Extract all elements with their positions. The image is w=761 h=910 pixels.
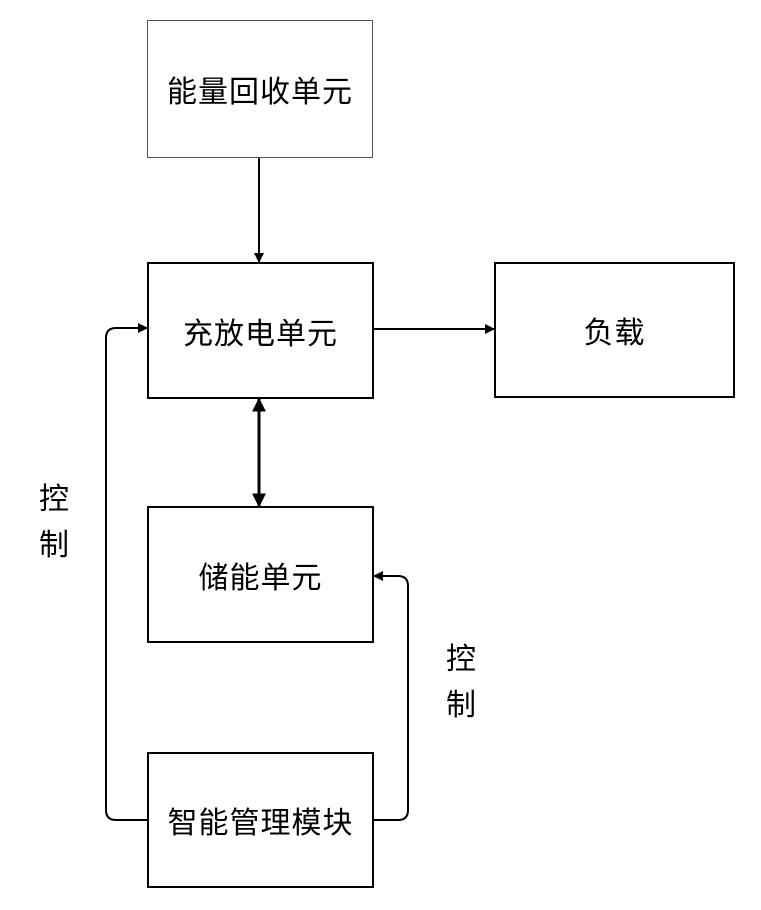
node-energy-recovery-label: 能量回收单元 — [167, 67, 353, 111]
node-management-label: 智能管理模块 — [168, 798, 354, 842]
control-label-left: 控 制 — [34, 477, 74, 569]
node-charge-discharge-unit: 充放电单元 — [147, 262, 374, 399]
node-charge-discharge-label: 充放电单元 — [183, 309, 338, 353]
node-intelligent-management-module: 智能管理模块 — [147, 752, 374, 888]
node-energy-storage-label: 储能单元 — [199, 553, 323, 597]
arrow-management-to-charge — [106, 328, 148, 820]
control-label-left-char-1: 控 — [34, 477, 74, 523]
control-label-left-char-2: 制 — [34, 523, 74, 569]
node-load-label: 负载 — [584, 308, 646, 352]
node-energy-storage-unit: 储能单元 — [147, 506, 374, 643]
node-energy-recovery-unit: 能量回收单元 — [147, 20, 373, 158]
arrow-management-to-storage — [374, 576, 408, 820]
node-load: 负载 — [494, 262, 735, 398]
control-label-right: 控 制 — [441, 637, 481, 729]
control-label-right-char-1: 控 — [441, 637, 481, 683]
control-label-right-char-2: 制 — [441, 683, 481, 729]
